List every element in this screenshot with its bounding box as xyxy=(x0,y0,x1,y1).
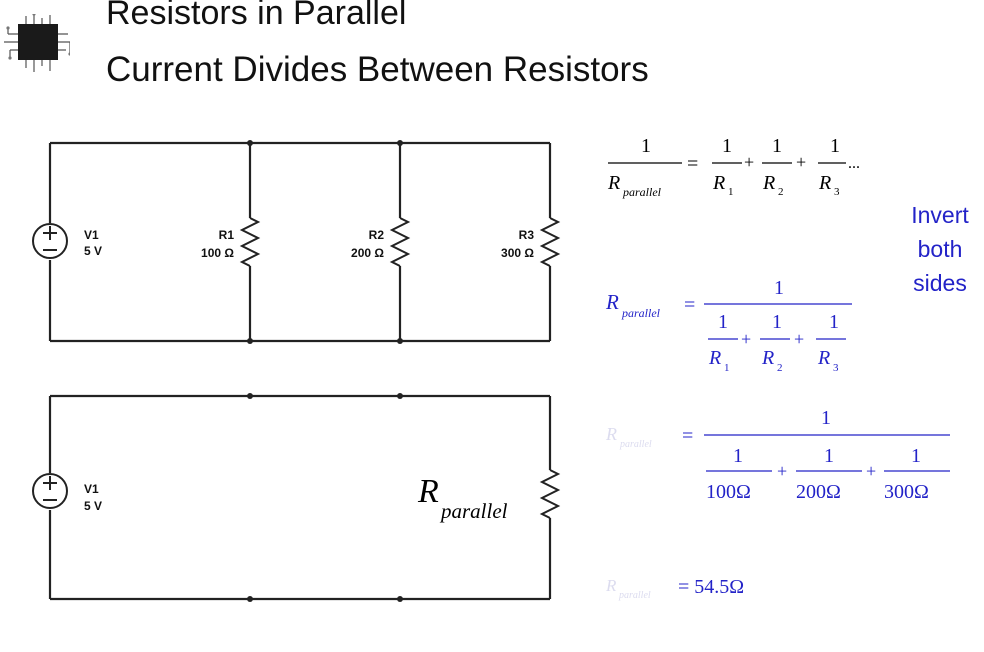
resistor-r2 xyxy=(389,217,411,267)
svg-text:R: R xyxy=(762,172,775,194)
svg-text:3: 3 xyxy=(833,362,839,374)
svg-text:parallel: parallel xyxy=(622,185,662,199)
svg-text:=: = xyxy=(687,153,698,175)
svg-text:100Ω: 100Ω xyxy=(706,481,751,503)
svg-text:1: 1 xyxy=(733,445,743,467)
svg-text:1: 1 xyxy=(911,445,921,467)
svg-text:parallel: parallel xyxy=(621,306,661,320)
note-line-3: sides xyxy=(913,270,967,296)
equation-inverted: R parallel = 1 1 R 1 + 1 R 2 + 1 R 3 xyxy=(605,277,852,374)
svg-text:R: R xyxy=(605,576,617,595)
svg-text:R: R xyxy=(708,347,721,369)
resistor-r3 xyxy=(539,217,561,267)
svg-text:1: 1 xyxy=(829,311,839,333)
svg-text:R: R xyxy=(818,172,831,194)
resistor-rparallel xyxy=(539,469,561,519)
svg-text:...: ... xyxy=(848,155,860,172)
equation-substituted: R parallel = 1 1 100Ω + 1 200Ω + 1 300Ω xyxy=(605,407,950,503)
svg-text:300Ω: 300Ω xyxy=(884,481,929,503)
r1-value-label: 100 Ω xyxy=(201,246,234,260)
svg-text:R: R xyxy=(761,347,774,369)
svg-text:3: 3 xyxy=(834,186,840,198)
svg-text:+: + xyxy=(777,461,787,481)
note-line-1: Invert xyxy=(911,202,969,228)
svg-text:1: 1 xyxy=(728,186,734,198)
svg-text:1: 1 xyxy=(772,135,782,157)
svg-text:1: 1 xyxy=(641,135,651,157)
svg-text:parallel: parallel xyxy=(618,590,651,601)
r3-name-label: R3 xyxy=(519,228,535,242)
svg-text:1: 1 xyxy=(772,311,782,333)
top-circuit-wires xyxy=(48,141,552,343)
svg-text:R: R xyxy=(605,290,619,314)
svg-text:1: 1 xyxy=(824,445,834,467)
bottom-source-value-label: 5 V xyxy=(84,499,102,513)
r1-name-label: R1 xyxy=(219,228,235,242)
rparallel-main-label: R xyxy=(417,473,439,510)
r2-value-label: 200 Ω xyxy=(351,246,384,260)
r2-name-label: R2 xyxy=(369,228,385,242)
note-line-2: both xyxy=(917,236,963,262)
svg-text:R: R xyxy=(817,347,830,369)
resistor-r1 xyxy=(239,217,261,267)
bottom-source-name-label: V1 xyxy=(84,482,99,496)
svg-text:+: + xyxy=(794,329,804,349)
equation-result: R parallel = 54.5Ω xyxy=(605,576,744,601)
chip-logo-icon xyxy=(4,14,70,72)
svg-text:1: 1 xyxy=(722,135,732,157)
result-value: = 54.5Ω xyxy=(678,576,744,598)
svg-text:R: R xyxy=(605,424,617,444)
invert-note: Invert both sides xyxy=(900,198,980,300)
voltage-source-v1-bottom xyxy=(32,473,68,509)
svg-text:R: R xyxy=(607,172,620,194)
slide-subtitle: Current Divides Between Resistors xyxy=(106,50,649,89)
bottom-circuit-wires xyxy=(48,394,552,601)
voltage-source-v1 xyxy=(32,223,68,259)
source-name-label: V1 xyxy=(84,228,99,242)
slide-title: Resistors in Parallel xyxy=(106,0,407,32)
svg-text:+: + xyxy=(866,461,876,481)
svg-text:+: + xyxy=(741,329,751,349)
svg-text:1: 1 xyxy=(821,407,831,429)
svg-text:+: + xyxy=(744,152,754,172)
svg-text:200Ω: 200Ω xyxy=(796,481,841,503)
svg-text:=: = xyxy=(682,425,693,447)
rparallel-sub-label: parallel xyxy=(439,499,508,523)
equation-reciprocal-sum: 1 R parallel = 1 R 1 + 1 R 2 + 1 R 3 ... xyxy=(607,135,860,199)
svg-text:R: R xyxy=(712,172,725,194)
r3-value-label: 300 Ω xyxy=(501,246,534,260)
svg-text:2: 2 xyxy=(777,362,783,374)
svg-text:1: 1 xyxy=(830,135,840,157)
svg-text:1: 1 xyxy=(724,362,730,374)
svg-text:1: 1 xyxy=(718,311,728,333)
svg-text:1: 1 xyxy=(774,277,784,299)
svg-text:=: = xyxy=(684,294,695,316)
svg-text:parallel: parallel xyxy=(619,439,652,450)
svg-text:2: 2 xyxy=(778,186,784,198)
source-value-label: 5 V xyxy=(84,244,102,258)
svg-text:+: + xyxy=(796,152,806,172)
